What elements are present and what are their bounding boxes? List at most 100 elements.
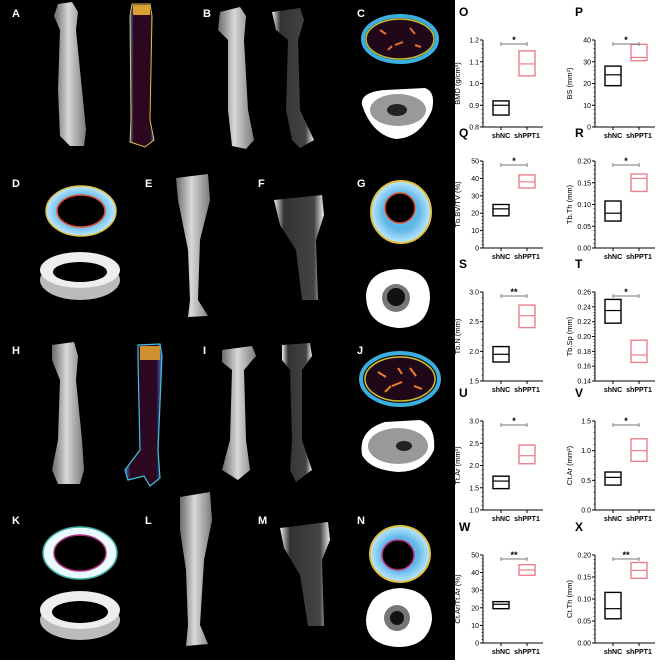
y-tick-label: 2.0 [469, 349, 479, 356]
cortical-section-image-n [366, 588, 432, 647]
y-tick-label: 0.05 [577, 619, 591, 626]
y-tick-label: 0.10 [577, 202, 591, 209]
y-tick-label: 10 [471, 623, 479, 630]
panel-label-v: V [575, 386, 583, 400]
trabecular-section-image-j [361, 420, 435, 472]
cortical-section-image-g [366, 269, 430, 328]
y-tick-label: 10 [471, 228, 479, 235]
panel-label-b: B [203, 8, 211, 20]
panel-label-a: A [12, 8, 20, 20]
cortical-density-ring-k [42, 526, 118, 580]
panel-label-n: N [357, 515, 365, 527]
y-axis-label: Tb.BV/TV (%) [453, 181, 462, 228]
tibia-3d-image-e [176, 174, 210, 317]
y-tick-label: 0.14 [577, 379, 591, 386]
panel-label-w: W [459, 520, 471, 534]
y-tick-label: 0.20 [577, 334, 591, 341]
y-tick-label: 40 [583, 38, 591, 45]
femur-3d-image-i [222, 346, 256, 480]
y-tick-label: 30 [471, 193, 479, 200]
y-tick-label: 20 [583, 81, 591, 88]
significance-marker: * [624, 156, 628, 166]
y-axis-label: BS (mm²) [565, 67, 574, 100]
femur-section-image-i [282, 343, 312, 482]
femur-3d-image-a [54, 2, 86, 146]
y-tick-label: 0 [475, 246, 479, 253]
x-tick-label-shppt1: shPPT1 [514, 516, 540, 523]
x-tick-label-shppt1: shPPT1 [514, 387, 540, 394]
x-tick-label-shnc: shNC [492, 133, 510, 140]
box-shnc [604, 471, 622, 486]
panel-label-e: E [145, 178, 152, 190]
x-tick-label-shnc: shNC [604, 254, 622, 261]
femur-3d-image-b [218, 7, 254, 149]
x-tick-label-shnc: shNC [492, 516, 510, 523]
x-tick-label-shnc: shNC [492, 649, 510, 656]
y-axis-label: BMD (g/cm³) [453, 62, 462, 105]
cortical-density-ring-g [370, 180, 432, 244]
y-tick-label: 0.00 [577, 246, 591, 253]
panel-label-o: O [459, 5, 468, 19]
y-axis-label: Tb.Th (mm) [565, 184, 574, 224]
significance-marker: * [512, 35, 516, 45]
box-shppt1 [630, 173, 648, 193]
box-shnc [604, 200, 622, 222]
box-shppt1 [630, 339, 648, 364]
box-shnc [492, 475, 510, 490]
y-tick-label: 0.20 [577, 159, 591, 166]
y-tick-label: 0.26 [577, 290, 591, 297]
y-tick-label: 3.0 [469, 290, 479, 297]
y-tick-label: 1.5 [469, 379, 479, 386]
x-tick-label-shnc: shNC [604, 133, 622, 140]
x-tick-label-shppt1: shPPT1 [626, 649, 652, 656]
y-tick-label: 10 [583, 103, 591, 110]
cortical-density-ring-n [369, 525, 431, 583]
x-tick-label-shppt1: shPPT1 [626, 254, 652, 261]
tibia-3d-image-l [180, 492, 212, 646]
y-tick-label: 0 [475, 641, 479, 648]
y-tick-label: 1.5 [469, 485, 479, 492]
y-tick-label: 0.22 [577, 319, 591, 326]
y-tick-label: 0.20 [577, 553, 591, 560]
x-tick-label-shppt1: shPPT1 [626, 387, 652, 394]
y-tick-label: 1.1 [469, 59, 479, 66]
cortical-3d-ring-k [40, 591, 120, 640]
trabecular-density-map-c [361, 14, 439, 64]
femur-density-map-h [124, 343, 163, 487]
y-axis-label: Ct.Th (mm) [565, 580, 574, 618]
panel-label-m: M [258, 515, 267, 527]
femur-3d-image-h [52, 342, 84, 484]
y-tick-label: 1.0 [469, 81, 479, 88]
trabecular-density-map-j [359, 351, 441, 407]
x-tick-label-shnc: shNC [604, 387, 622, 394]
y-tick-label: 0.24 [577, 304, 591, 311]
x-tick-label-shnc: shNC [604, 516, 622, 523]
panel-label-r: R [575, 126, 584, 140]
y-tick-label: 2.0 [469, 463, 479, 470]
y-tick-label: 0.9 [469, 103, 479, 110]
tibia-section-image-f [274, 195, 324, 300]
significance-marker: * [624, 416, 628, 426]
y-tick-label: 2.5 [469, 441, 479, 448]
trabecular-section-image-c [361, 88, 434, 139]
panel-label-h: H [12, 345, 20, 357]
significance-marker: ** [510, 287, 518, 297]
y-tick-label: 40 [471, 176, 479, 183]
x-tick-label-shnc: shNC [492, 387, 510, 394]
significance-marker: * [512, 156, 516, 166]
box-shnc [492, 203, 510, 217]
y-tick-label: 0.5 [581, 478, 591, 485]
y-tick-label: 50 [471, 553, 479, 560]
y-axis-label: Tb.Sp (mm) [565, 316, 574, 356]
significance-marker: ** [622, 550, 630, 560]
panel-label-g: G [357, 178, 366, 190]
y-tick-label: 0 [587, 125, 591, 132]
